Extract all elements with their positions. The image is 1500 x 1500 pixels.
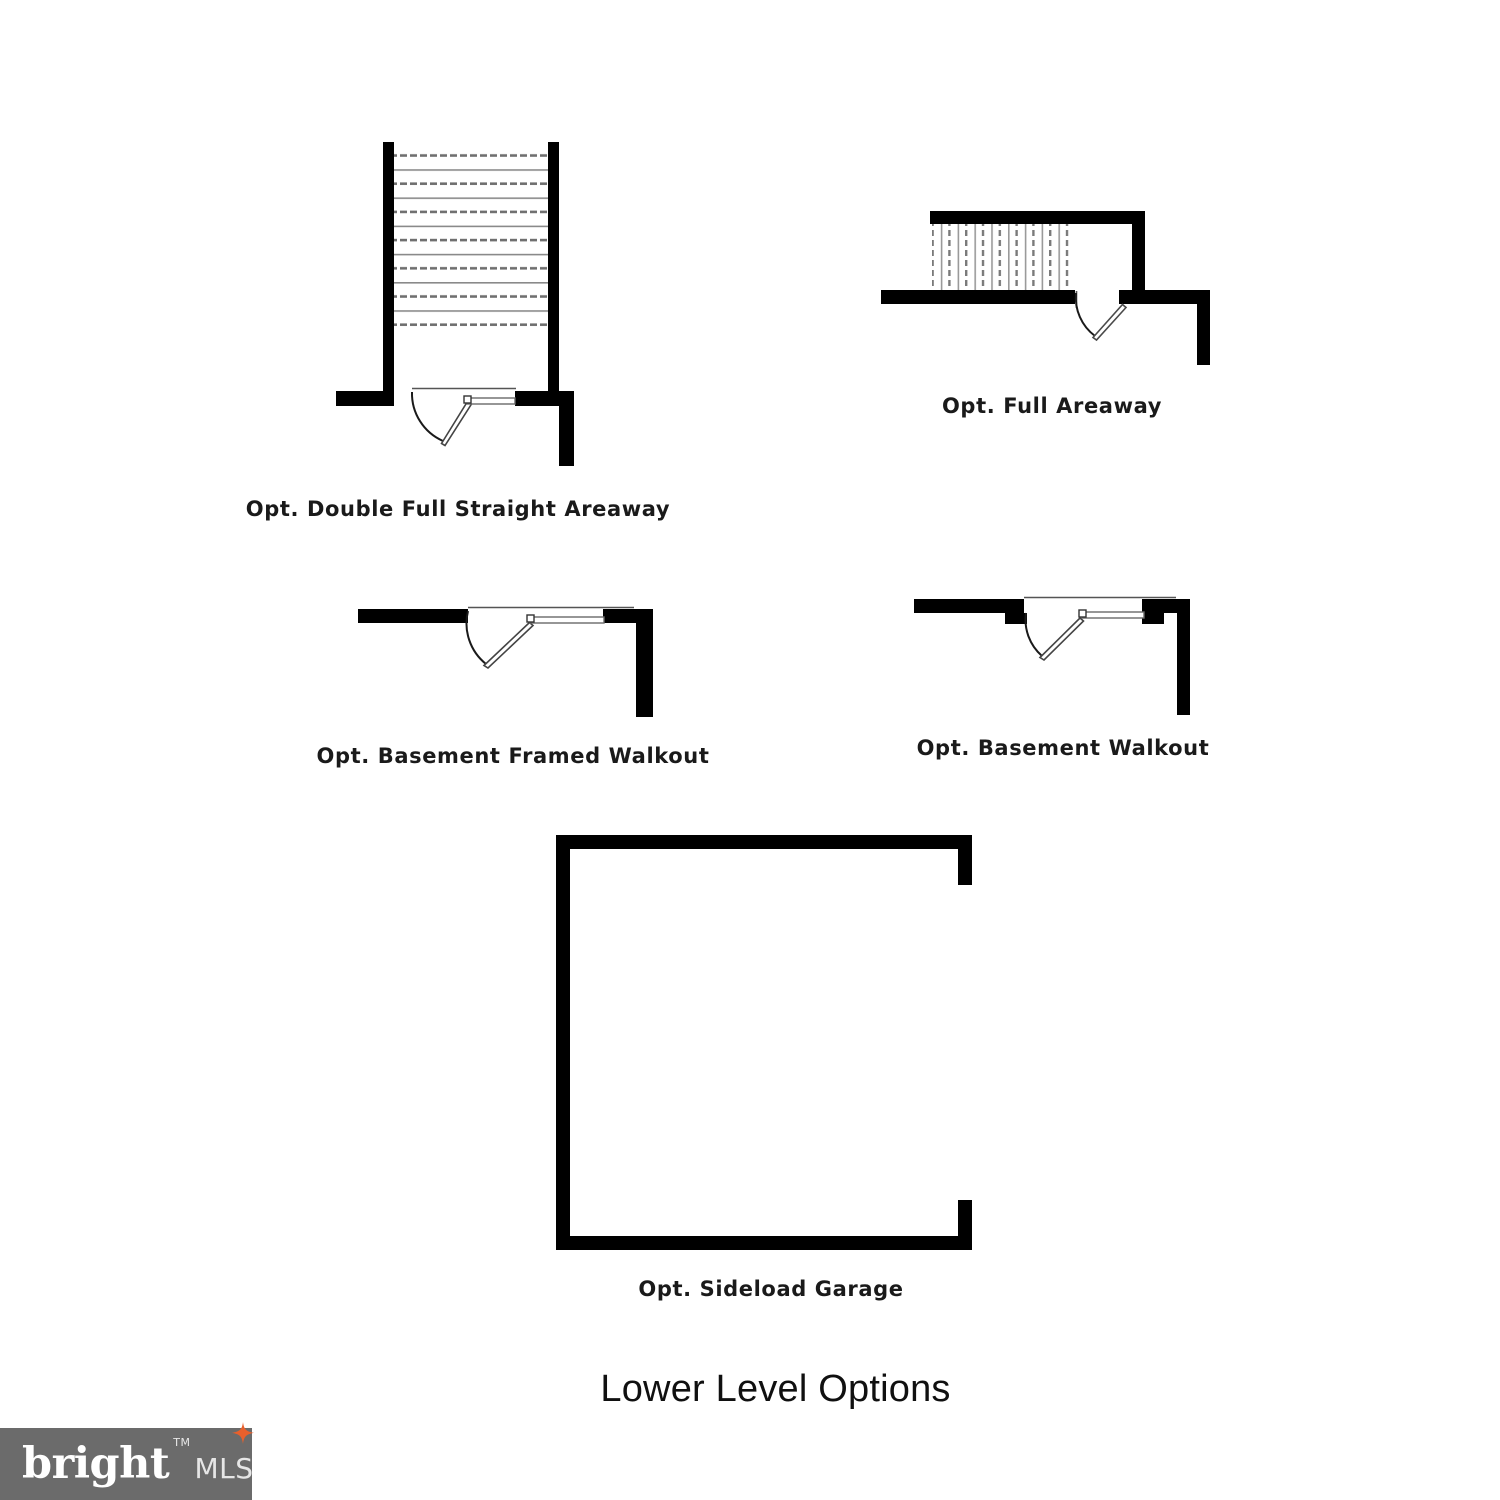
door-head-frame [1081,611,1145,619]
stair-treads-hatch [394,143,548,329]
wall-jamb-left [1005,613,1027,624]
door-hinge-block [1078,609,1087,618]
door-hinge-block [526,614,535,623]
wall-jamb-right [1142,613,1164,624]
door-head-frame [466,397,516,405]
label-full-areaway: Opt. Full Areaway [941,394,1162,418]
garage-wall-top [556,835,972,849]
door-hinge-block [463,395,472,404]
diagram-basement-walkout [914,596,1190,715]
bright-mls-watermark: bright TM MLS [0,1422,254,1500]
wall-right-vertical [548,142,559,402]
garage-wall-bottom [556,1236,972,1250]
label-double-full-straight-areaway: Opt. Double Full Straight Areaway [245,497,671,521]
door-swing-arc [410,391,444,442]
wall-right-return [1197,290,1210,365]
wall-right-vertical [1132,211,1145,304]
watermark-trademark: TM [173,1435,191,1449]
door-leaf [1091,303,1128,342]
diagram-sideload-garage [556,835,972,1250]
door-leaf [482,621,535,670]
diagram-full-areaway [881,211,1210,365]
wall-right-return [636,609,653,717]
door-swing-arc [465,610,487,665]
door-swing-arc [1024,612,1043,657]
stair-treads-hatch [932,222,1075,293]
wall-top-horizontal [930,211,1145,224]
wall-right-return [559,391,574,466]
wall-bottom-right [1119,290,1210,304]
door-leaf [440,400,473,447]
wall-top-horizontal [914,599,1024,613]
door-swing-arc [1074,292,1096,337]
diagram-basement-framed-walkout [358,606,653,717]
garage-wall-right-lower-stub [958,1200,972,1250]
garage-wall-right-upper-stub [958,835,972,885]
sheet-title: Lower Level Options [600,1368,951,1410]
label-sideload-garage: Opt. Sideload Garage [638,1277,904,1301]
wall-bottom-left [881,290,1075,304]
watermark-suffix: MLS [194,1451,254,1485]
diagram-double-full-straight-areaway [336,142,574,466]
wall-left-vertical [383,142,394,402]
wall-top-horizontal [358,609,468,623]
door-head-frame [529,616,605,624]
label-basement-walkout: Opt. Basement Walkout [916,736,1210,760]
watermark-brand-text: bright [22,1438,170,1489]
wall-bottom-left [336,391,394,406]
garage-wall-left [556,835,570,1250]
door-leaf [1038,616,1085,662]
label-basement-framed-walkout: Opt. Basement Framed Walkout [316,744,710,768]
wall-right-return [1177,599,1190,715]
